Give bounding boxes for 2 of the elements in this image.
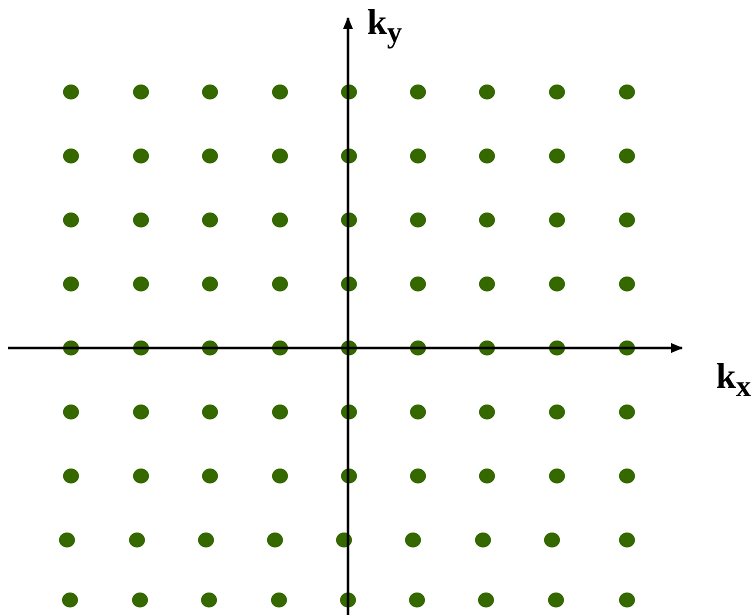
axis-label: k$_{y}$ (367, 4, 402, 48)
axis-label: k$_{x}$ (716, 358, 751, 402)
